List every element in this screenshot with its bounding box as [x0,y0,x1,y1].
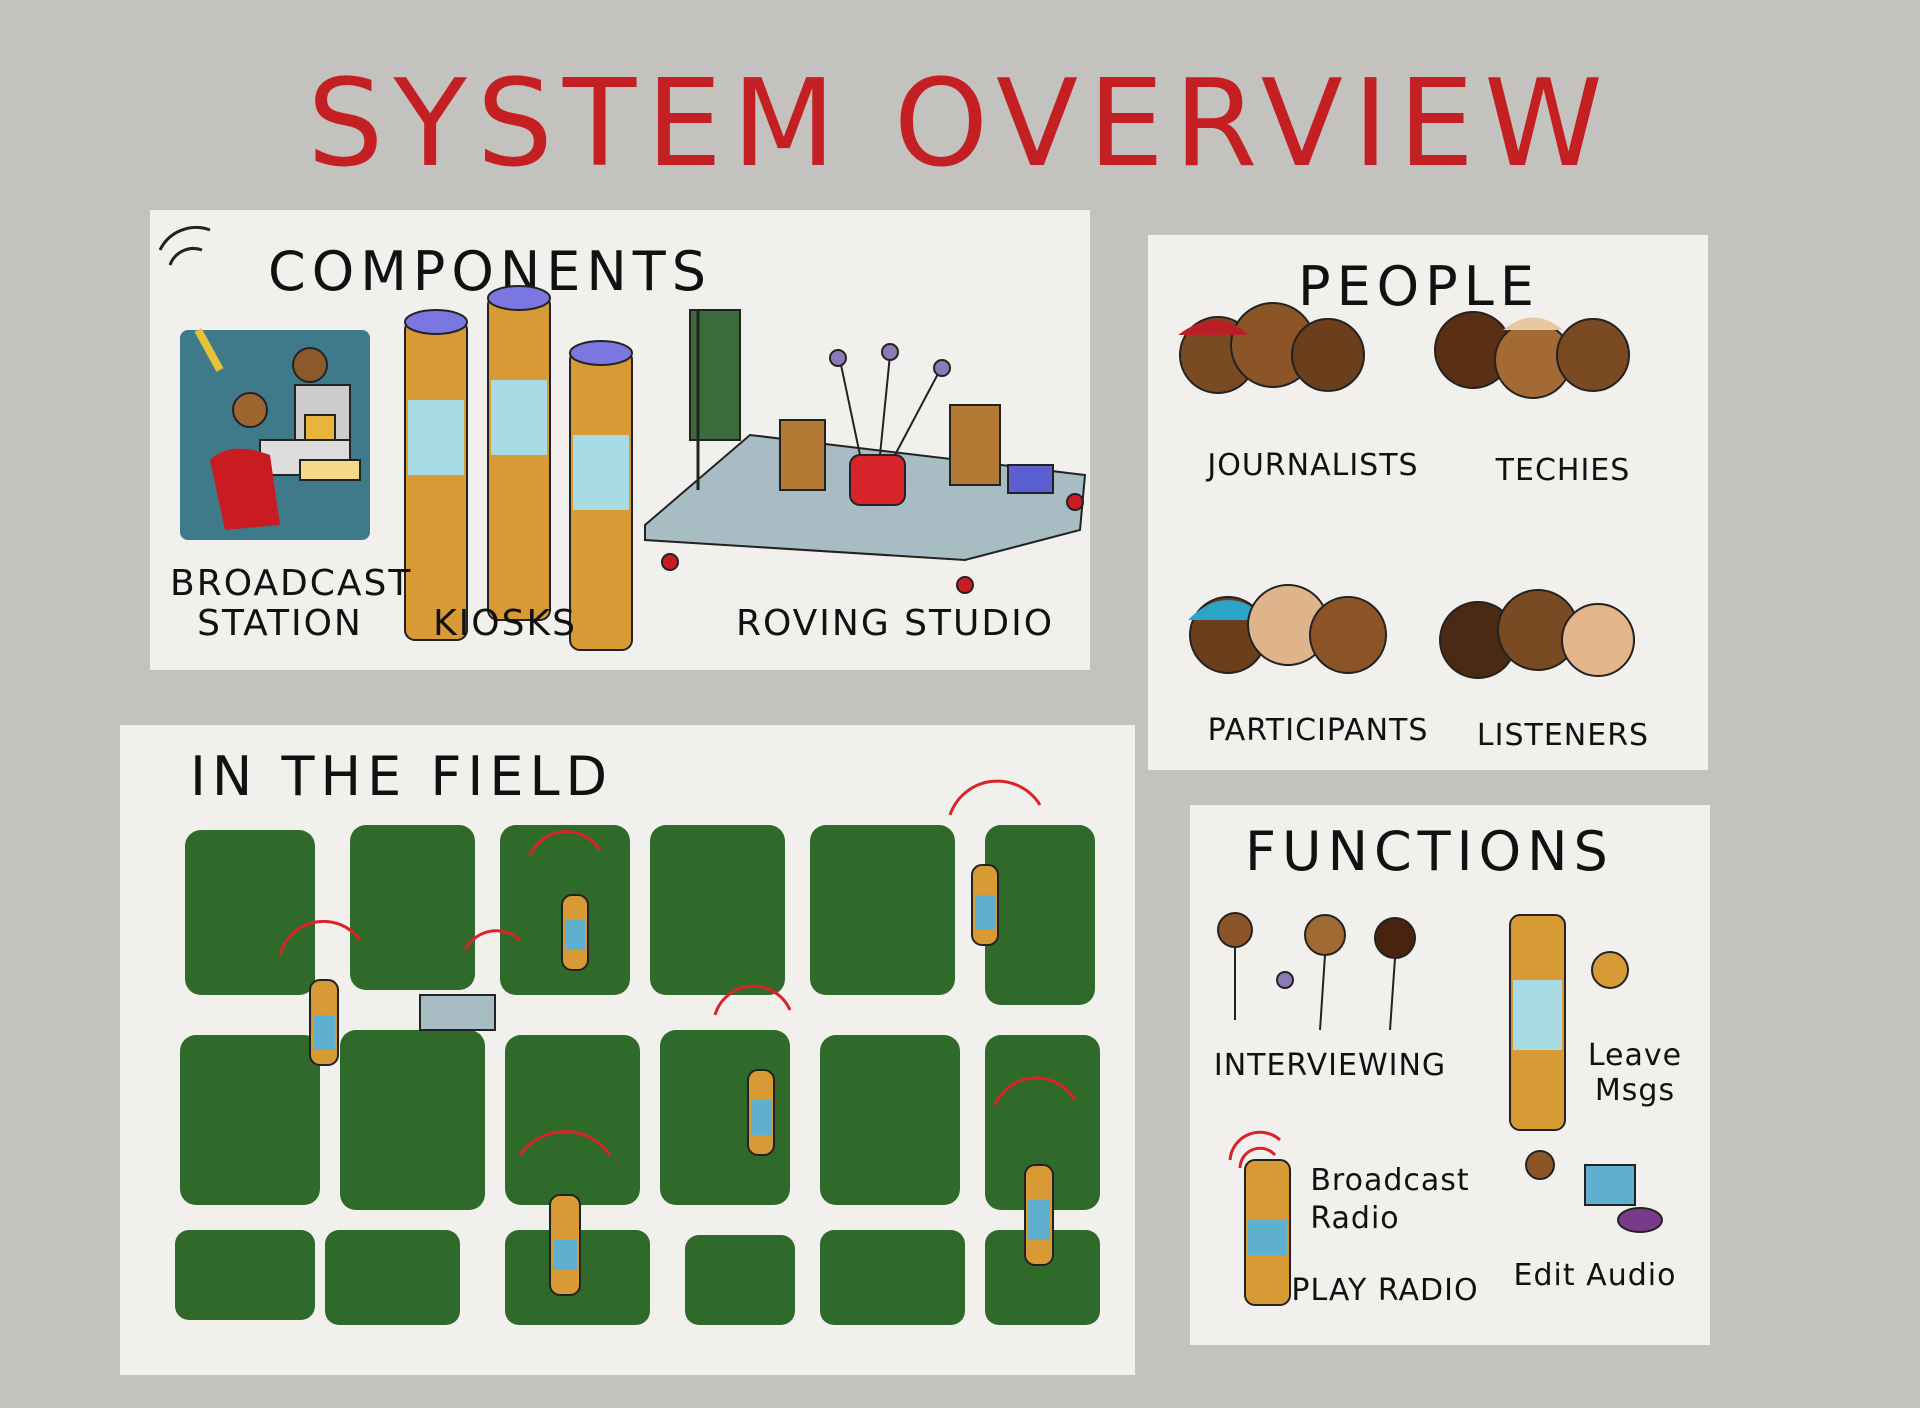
leave-msgs-label-line2: Msgs [1594,1073,1676,1108]
field-map-icon [175,779,1100,1325]
interviewing-label: INTERVIEWING [1213,1048,1447,1083]
techies-label: TECHIES [1495,453,1631,488]
faces-group-icon [1178,302,1365,394]
broadcast-radio-label-line2: Radio [1310,1201,1400,1236]
people-illustration [1178,302,1635,679]
broadcast-station-label-line1: BROADCAST [170,563,413,604]
journalists-label: JOURNALISTS [1207,448,1419,483]
functions-panel: FUNCTIONS INTERVIEWING Leave [1190,805,1710,1345]
roving-studio-label: ROVING STUDIO [735,603,1055,644]
broadcast-radio-icon [1228,1130,1291,1306]
roving-studio-icon [644,309,1087,594]
faces-group-icon [1434,311,1630,399]
functions-heading: FUNCTIONS [1245,820,1614,883]
field-heading: IN THE FIELD [190,745,614,808]
broadcast-radio-label-line1: Broadcast [1310,1163,1470,1198]
components-heading: COMPONENTS [268,240,713,303]
field-panel: IN THE FIELD [120,725,1135,1375]
components-illustration [158,225,1087,651]
leave-message-icon [1509,914,1629,1131]
components-panel: COMPONENTS [150,210,1090,670]
people-heading: PEOPLE [1298,255,1540,318]
kiosks-label: KIOSKS [433,603,577,644]
leave-msgs-label-line1: Leave [1587,1038,1683,1073]
page-title: SYSTEM OVERVIEW [307,55,1613,194]
play-radio-label: PLAY RADIO [1291,1273,1479,1308]
edit-audio-label: Edit Audio [1513,1258,1677,1293]
faces-group-icon [1188,584,1387,674]
edit-audio-icon [1525,1150,1663,1233]
people-panel: PEOPLE JOURNALISTS TECHIES PARTICIPANTS [1148,235,1708,770]
faces-group-icon [1439,589,1635,679]
listeners-label: LISTENERS [1476,718,1650,753]
functions-illustration [1217,912,1663,1306]
participants-label: PARTICIPANTS [1207,713,1429,748]
interview-icon [1217,912,1416,1031]
roving-studio-icon [419,994,496,1031]
broadcast-station-icon [158,225,370,540]
kiosk-icon [404,285,633,651]
broadcast-station-label-line2: STATION [197,603,363,644]
